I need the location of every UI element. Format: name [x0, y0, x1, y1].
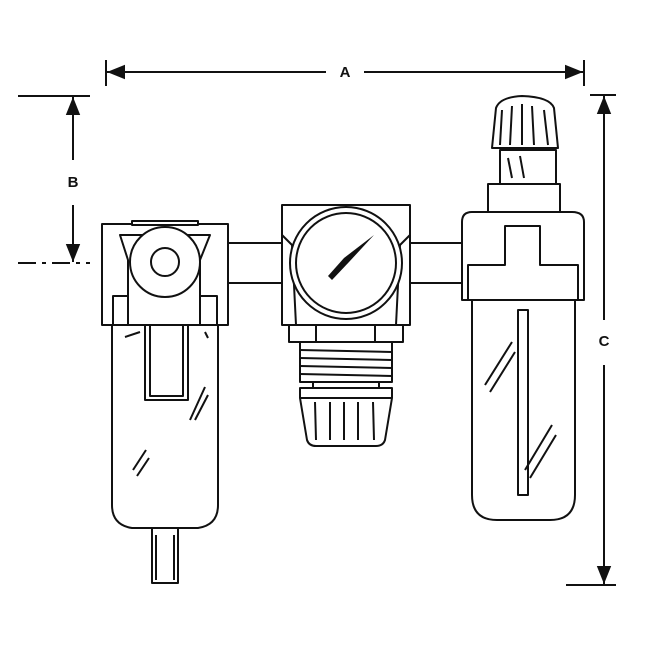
dimension-c: C	[566, 94, 616, 586]
gauge-needle	[328, 235, 374, 280]
dimension-b: B	[18, 95, 90, 264]
lubricator-unit	[461, 95, 585, 521]
dimension-c-label: C	[599, 333, 610, 350]
regulator-unit	[281, 204, 411, 447]
dimension-a: A	[105, 60, 585, 86]
dimension-a-label: A	[340, 64, 351, 81]
dimension-b-label: B	[68, 174, 79, 191]
connecting-pipes	[225, 242, 467, 284]
filter-unit	[101, 220, 229, 584]
